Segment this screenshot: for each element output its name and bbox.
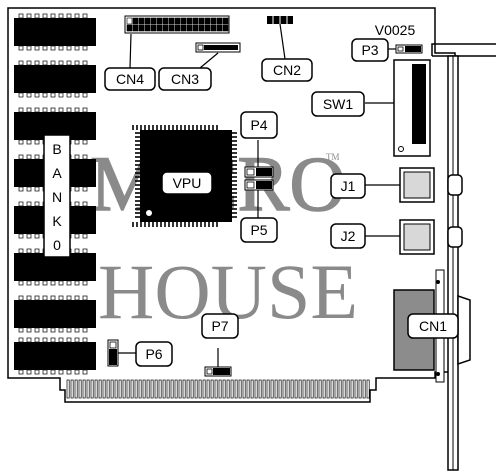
bank-0-label: B A N K 0	[43, 134, 71, 258]
p4-jumper	[244, 166, 274, 178]
svg-text:CN3: CN3	[171, 71, 199, 87]
svg-text:J2: J2	[341, 228, 356, 244]
svg-text:P3: P3	[361, 42, 378, 58]
cn2-header	[267, 16, 293, 24]
label-cn1: CN1	[407, 313, 459, 339]
board-outline	[7, 7, 456, 403]
bank-letter: 0	[53, 237, 61, 253]
memory-chip	[14, 337, 96, 375]
label-cn3: CN3	[158, 67, 212, 91]
label-cn2: CN2	[261, 58, 313, 82]
label-j1: J1	[330, 173, 366, 199]
callout-leaders	[118, 23, 400, 367]
bank-letter: K	[52, 213, 62, 229]
svg-text:P6: P6	[145, 346, 162, 362]
j2-jack	[399, 219, 463, 255]
svg-text:P5: P5	[250, 222, 267, 238]
label-sw1: SW1	[311, 91, 365, 117]
svg-text:SW1: SW1	[323, 96, 354, 112]
version-code: V0025	[375, 22, 416, 38]
svg-text:P7: P7	[211, 318, 228, 334]
label-p6: P6	[135, 341, 173, 367]
memory-chip	[14, 60, 96, 98]
bank-letter: N	[52, 189, 62, 205]
label-p5: P5	[240, 217, 278, 243]
label-j2: J2	[330, 223, 366, 249]
bank-letter: A	[52, 165, 62, 181]
edge-connector	[66, 379, 370, 399]
svg-text:CN2: CN2	[273, 62, 301, 78]
svg-text:VPU: VPU	[173, 175, 202, 191]
sw1-dip-switch	[393, 59, 431, 157]
label-p4: P4	[240, 111, 278, 139]
watermark-trademark: TM	[326, 152, 340, 162]
mounting-bracket	[431, 43, 496, 471]
p6-jumper	[107, 339, 119, 367]
svg-text:CN4: CN4	[116, 71, 144, 87]
memory-chip	[14, 295, 96, 333]
label-p3: P3	[351, 38, 389, 62]
label-cn4: CN4	[104, 67, 156, 91]
bank-letter: B	[52, 141, 61, 157]
label-vpu: VPU	[161, 171, 213, 195]
p3-jumper	[395, 44, 423, 54]
p5-jumper	[244, 179, 274, 191]
j1-jack	[399, 167, 463, 203]
memory-chip	[14, 13, 96, 51]
cn4-header	[124, 15, 230, 34]
svg-text:P4: P4	[250, 117, 267, 133]
svg-text:CN1: CN1	[419, 318, 447, 334]
label-p7: P7	[201, 313, 239, 339]
p7-jumper	[204, 366, 232, 377]
cn3-header	[195, 42, 241, 53]
svg-text:J1: J1	[341, 178, 356, 194]
callout-labels: CN4 CN3 CN2 P3 V0025 SW1 P4 VPU P5	[104, 22, 459, 367]
